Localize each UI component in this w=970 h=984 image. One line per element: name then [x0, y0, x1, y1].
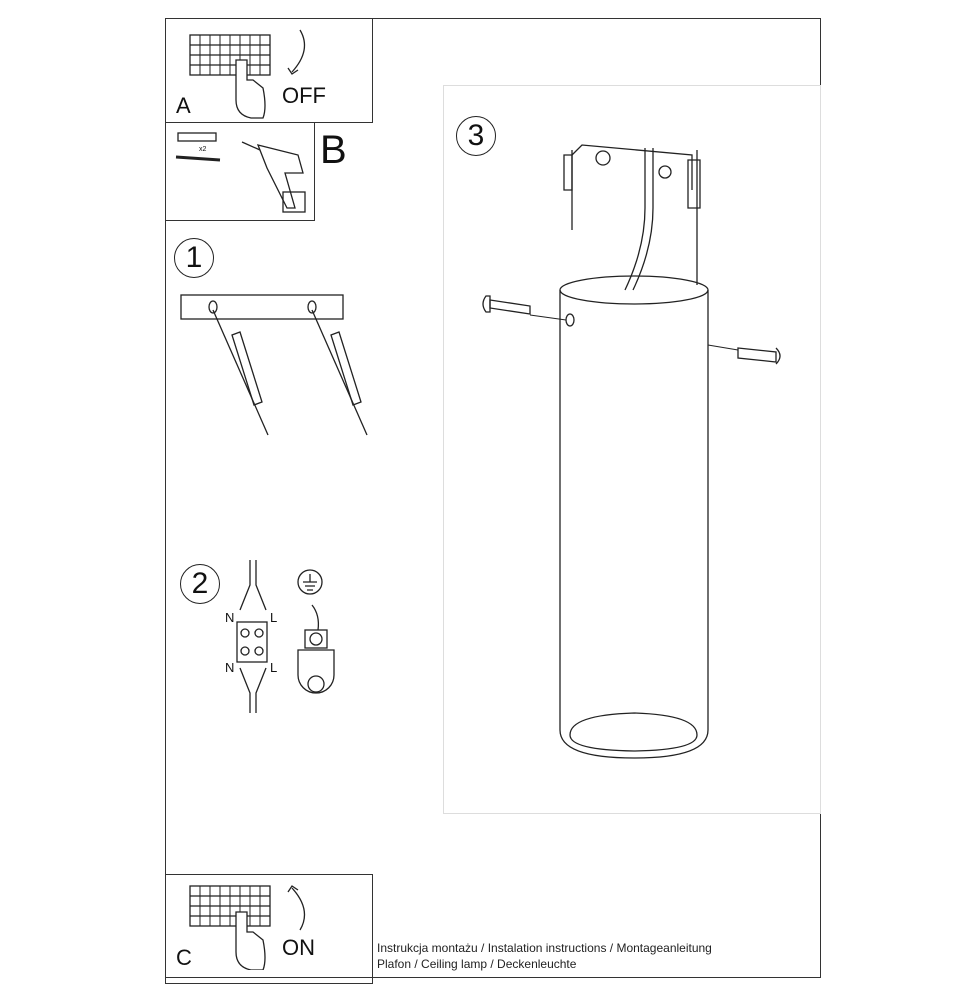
wire-n-top: N [225, 610, 235, 625]
breaker-panel-off-icon [189, 29, 306, 119]
wire-l-bottom: L [270, 660, 278, 675]
step-2-number: 2 [180, 564, 220, 604]
step-a-box: A OFF [165, 18, 373, 123]
wiring-terminal-icon [236, 560, 335, 713]
wire-n-bottom: N [225, 660, 235, 675]
step-c-letter: C [176, 945, 192, 970]
step-b-box: x2 [165, 122, 315, 221]
ceiling-mount-icon [180, 294, 368, 436]
footer-line-1: Instrukcja montażu / Instalation instruc… [377, 941, 712, 955]
wire-l-top: L [270, 610, 278, 625]
step-b-letter: B [320, 128, 347, 172]
step-c-box: C ON [165, 874, 373, 984]
breaker-panel-on-icon [189, 885, 306, 970]
anchor-count: x2 [199, 146, 207, 153]
lamp-assembly-icon [482, 144, 781, 759]
step-3-number: 3 [456, 116, 496, 156]
footer-line-2: Plafon / Ceiling lamp / Deckenleuchte [377, 957, 577, 971]
step-a-letter: A [176, 93, 191, 118]
drill-and-anchors-icon [175, 132, 306, 213]
step-a-off-label: OFF [282, 83, 326, 108]
step-c-on-label: ON [282, 935, 315, 960]
step-1-number: 1 [174, 238, 214, 278]
step-3-panel [443, 85, 821, 814]
